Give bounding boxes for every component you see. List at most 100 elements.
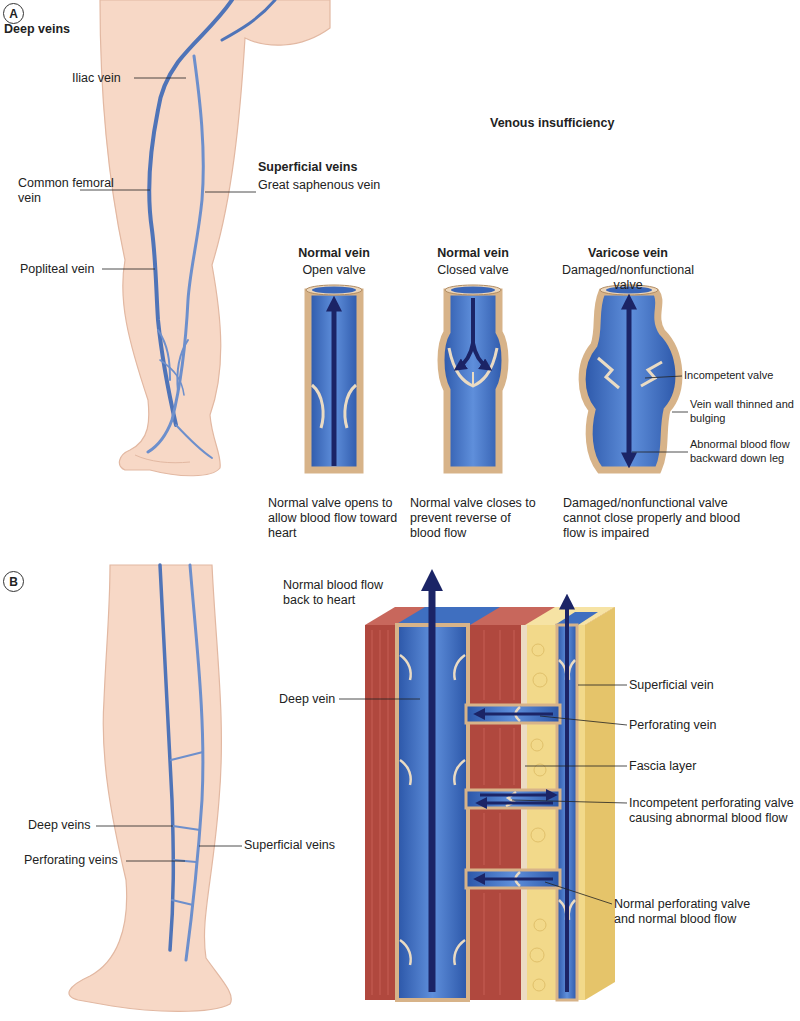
leg-b bbox=[69, 565, 231, 1011]
label-text: Superficial veins bbox=[258, 160, 388, 175]
tissue-block-part-part bbox=[531, 739, 543, 751]
normal-vein-open-part bbox=[306, 285, 362, 295]
tissue-block-part bbox=[466, 705, 560, 723]
label-text: Great saphenous vein bbox=[258, 178, 408, 193]
tissue-block bbox=[365, 607, 615, 1000]
label-text: Superficial veins bbox=[244, 838, 364, 853]
panel-heading: Venous insufficiency bbox=[490, 116, 650, 131]
label-text: Varicose vein bbox=[548, 246, 708, 261]
label-text: Deep veins bbox=[4, 22, 94, 37]
normal-vein-open-part bbox=[312, 287, 356, 294]
normal-vein-closed bbox=[441, 285, 505, 470]
tissue-block-part-part bbox=[534, 919, 546, 931]
tissue-block-part-part bbox=[400, 760, 411, 785]
tissue-block-part bbox=[395, 607, 500, 625]
tissue-block-part-part bbox=[484, 630, 485, 700]
tissue-block-part-part bbox=[514, 630, 515, 700]
label-text: Superficial vein bbox=[629, 678, 749, 693]
leg-a-veins-part bbox=[177, 340, 188, 392]
normal-vein-closed-part bbox=[449, 348, 497, 386]
leader-line-part bbox=[512, 800, 627, 803]
tissue-block-part-part bbox=[500, 813, 501, 865]
leader-line-part bbox=[199, 846, 242, 847]
tissue-block-part bbox=[530, 644, 547, 991]
tissue-block-part-part bbox=[530, 948, 544, 962]
leader-line bbox=[96, 826, 242, 861]
label-text: Incompetent perforating valve causing ab… bbox=[629, 796, 794, 826]
leg-a-veins-part bbox=[160, 360, 184, 395]
leader-line-part bbox=[126, 861, 185, 862]
tissue-block-part-part bbox=[569, 900, 575, 920]
leg-a-veins-part bbox=[148, 56, 203, 452]
leg-a-part bbox=[100, 0, 330, 476]
label-text: Perforating vein bbox=[629, 718, 749, 733]
label-text: Normal perforating valve and normal bloo… bbox=[614, 897, 754, 927]
normal-vein-open-part bbox=[308, 292, 360, 470]
varicose-vein bbox=[582, 285, 679, 470]
label-text: Normal vein bbox=[279, 246, 389, 261]
leader-line-part bbox=[205, 192, 256, 193]
tissue-block-part-part bbox=[484, 893, 485, 995]
tissue-block-part-part bbox=[533, 979, 545, 991]
varicose-vein-part bbox=[627, 300, 632, 462]
normal-vein-closed-part bbox=[458, 343, 473, 368]
leg-b-veins-part bbox=[171, 752, 203, 760]
label-text: Iliac vein bbox=[72, 71, 142, 86]
label-text: Normal blood flow back to heart bbox=[283, 578, 398, 608]
label-text: Normal valve closes to prevent reverse o… bbox=[410, 496, 540, 541]
leg-b-veins-part bbox=[160, 565, 173, 950]
leader-line-part bbox=[102, 269, 155, 270]
leader-line-part bbox=[339, 699, 420, 700]
panel-letter-text: A bbox=[9, 7, 18, 21]
tissue-block-part-part bbox=[514, 728, 515, 785]
label-text: Fascia layer bbox=[629, 759, 749, 774]
leader-line-part bbox=[578, 685, 627, 686]
tissue-block-part-part bbox=[533, 673, 547, 687]
tissue-block-part-part bbox=[388, 630, 389, 995]
tissue-block-part-part bbox=[400, 940, 411, 965]
label-text: Damaged/nonfunctional valve cannot close… bbox=[563, 496, 753, 541]
leg-b-veins-part bbox=[186, 565, 203, 960]
varicose-vein-part bbox=[582, 292, 679, 470]
tissue-block-part bbox=[521, 625, 527, 1000]
tissue-block-part bbox=[365, 625, 525, 1000]
tissue-block-part bbox=[585, 625, 586, 1000]
normal-vein-open bbox=[306, 285, 362, 470]
tissue-block-part bbox=[527, 625, 585, 1000]
label-text: Open valve bbox=[279, 263, 389, 278]
normal-vein-closed-part bbox=[472, 372, 474, 386]
tissue-block-part-part bbox=[454, 940, 465, 965]
tissue-block-part bbox=[400, 655, 575, 965]
flow-arrow-part bbox=[478, 713, 553, 716]
panel-letter: B bbox=[3, 571, 24, 592]
tissue-block-part bbox=[365, 607, 615, 625]
leader-line-part bbox=[134, 78, 186, 79]
label-text: Normal valve opens to allow blood flow t… bbox=[268, 496, 408, 541]
leg-b-veins-part bbox=[173, 826, 200, 830]
normal-vein-closed-part bbox=[445, 285, 501, 295]
tissue-block-part bbox=[585, 607, 615, 1000]
leader-line bbox=[80, 78, 256, 269]
leg-a-part bbox=[135, 455, 190, 463]
label-text: Perforating veins bbox=[24, 853, 134, 868]
tissue-block-part-part bbox=[532, 644, 544, 656]
flow-arrow-part bbox=[565, 600, 569, 992]
tissue-block-part bbox=[466, 870, 560, 888]
tissue-block-part-part bbox=[454, 655, 465, 680]
tissue-block-part-part bbox=[500, 630, 501, 700]
label-text: Vein wall thinned and bulging bbox=[690, 398, 798, 425]
normal-vein-open-part bbox=[312, 385, 323, 428]
flow-arrow-part bbox=[480, 794, 553, 797]
normal-vein-closed-part bbox=[441, 292, 505, 470]
normal-vein-closed-part bbox=[471, 298, 475, 345]
leader-line-part bbox=[96, 826, 173, 827]
varicose-vein-part bbox=[598, 358, 619, 388]
label-text: Normal vein bbox=[418, 246, 528, 261]
tissue-block-part-part bbox=[380, 630, 381, 995]
label-text: Damaged/nonfunctional valve bbox=[548, 263, 708, 293]
leg-a-veins-part bbox=[176, 425, 212, 458]
label-text: Common femoral vein bbox=[18, 176, 118, 206]
varicose-vein-part bbox=[641, 362, 662, 386]
leader-line-part bbox=[672, 412, 688, 413]
